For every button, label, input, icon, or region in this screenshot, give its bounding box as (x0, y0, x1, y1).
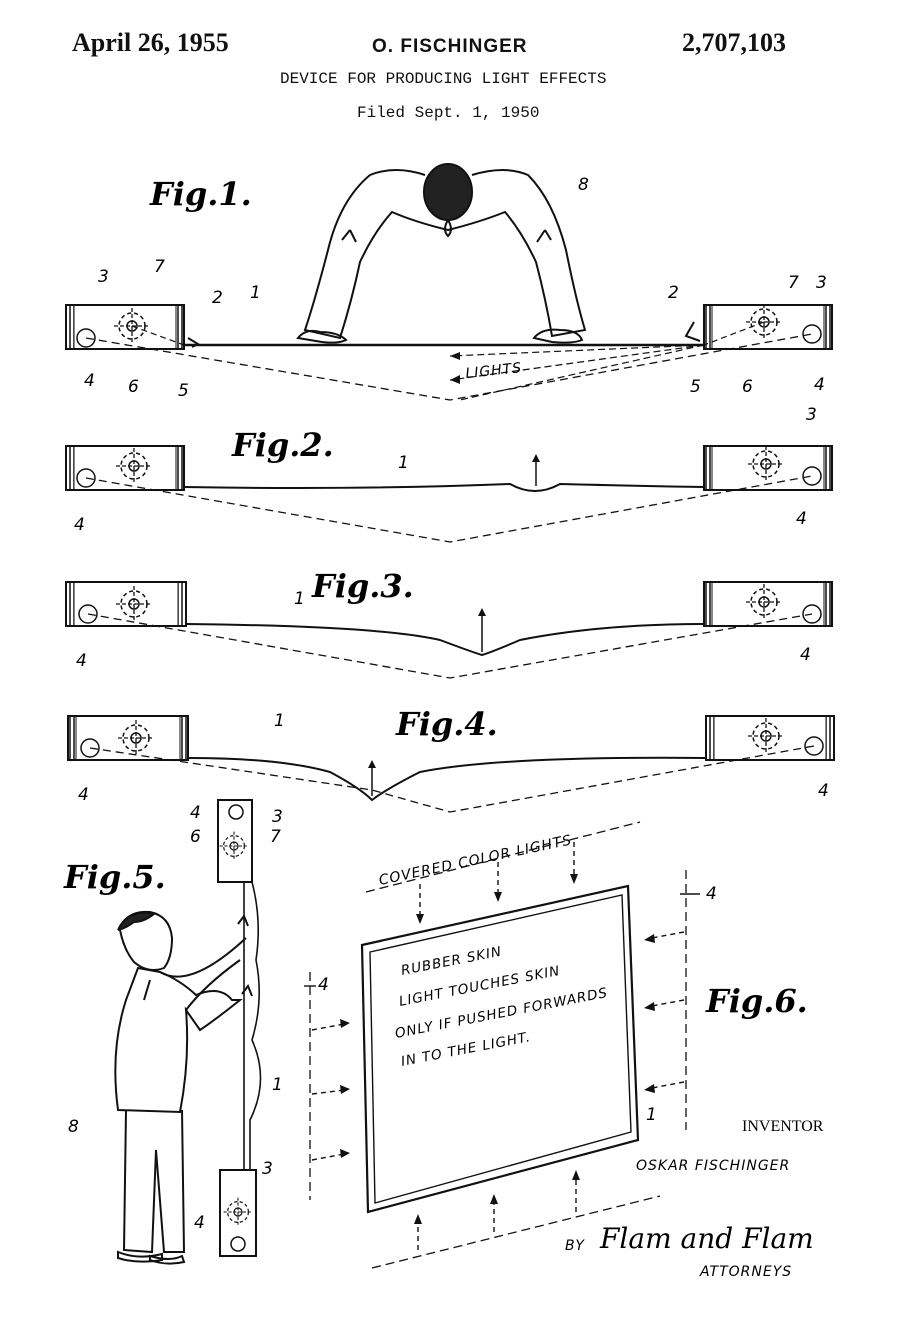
fig1-label: Fig.1. (149, 175, 252, 213)
figure-2: Fig.2. 1 3 4 4 (66, 405, 832, 542)
rubber-skin (186, 624, 704, 655)
ref-5: 5 (178, 381, 189, 401)
ref-7: 7 (788, 273, 799, 293)
ref-4: 4 (190, 803, 201, 823)
lamp-icon (224, 1198, 253, 1227)
signature-block: INVENTOR OSKAR FISCHINGER BY Flam and Fl… (565, 1118, 824, 1280)
figure-3: Fig.3. 1 4 4 (66, 567, 832, 678)
ref-3: 3 (98, 267, 109, 287)
figure-4: Fig.4. 1 4 4 (68, 705, 834, 812)
fig6-label: Fig.6. (705, 982, 808, 1020)
ref-4: 4 (318, 975, 329, 995)
lamp-icon (118, 720, 154, 756)
fig4-label: Fig.4. (395, 705, 498, 743)
ref-8: 8 (68, 1117, 79, 1137)
ref-4: 4 (194, 1213, 205, 1233)
fig2-label: Fig.2. (231, 426, 334, 464)
ref-7: 7 (154, 257, 165, 277)
ref-6: 6 (742, 377, 753, 397)
ref-1: 1 (294, 589, 305, 609)
ref-1: 1 (250, 283, 261, 303)
ref-7: 7 (270, 827, 281, 847)
ref-4: 4 (74, 515, 85, 535)
ref-4: 4 (796, 509, 807, 529)
by-label: BY (565, 1238, 585, 1254)
covered-color-lights-label: COVERED COLOR LIGHTS (378, 832, 574, 889)
housing-top (218, 800, 252, 882)
inventor-name: OSKAR FISCHINGER (636, 1158, 790, 1174)
ref-4: 4 (706, 884, 717, 904)
lights-label: LIGHTS (465, 360, 523, 382)
attorneys-signature: Flam and Flam (599, 1222, 814, 1255)
figure-5: Fig.5. 4 3 6 7 1 8 3 4 (63, 800, 283, 1264)
rubber-skin (184, 484, 704, 491)
ref-1: 1 (646, 1105, 657, 1125)
lamp-icon (116, 586, 152, 622)
ref-2: 2 (212, 288, 223, 308)
ref-4: 4 (84, 371, 95, 391)
person-figure-5 (115, 912, 252, 1264)
ref-4: 4 (800, 645, 811, 665)
ref-1: 1 (272, 1075, 283, 1095)
ref-3: 3 (816, 273, 827, 293)
person-figure-1 (298, 164, 585, 343)
lamp-icon (220, 832, 249, 861)
ref-1: 1 (274, 711, 285, 731)
figure-1: Fig.1. LIGHTS (66, 164, 832, 401)
ref-5: 5 (690, 377, 701, 397)
fig5-label: Fig.5. (63, 858, 166, 896)
inventor-label: INVENTOR (742, 1118, 824, 1135)
fig3-label: Fig.3. (311, 567, 414, 605)
lamp-icon (748, 718, 784, 754)
ref-4: 4 (76, 651, 87, 671)
lamp-icon (748, 446, 784, 482)
lamp-icon (746, 584, 782, 620)
rubber-skin (244, 882, 261, 1170)
ref-4: 4 (78, 785, 89, 805)
ref-4: 4 (818, 781, 829, 801)
lamp-icon (116, 448, 152, 484)
figure-6: Fig.6. RUBBER SKIN LIGHT TOUCHES SKIN ON… (304, 822, 808, 1268)
housing-left (66, 305, 184, 349)
ref-4: 4 (814, 375, 825, 395)
ref-6: 6 (128, 377, 139, 397)
box-text-1: RUBBER SKIN (400, 944, 504, 979)
attorneys-label: ATTORNEYS (699, 1264, 792, 1280)
ref-1: 1 (398, 453, 409, 473)
rubber-skin (188, 758, 706, 800)
ref-2: 2 (668, 283, 679, 303)
ref-3: 3 (272, 807, 283, 827)
ref-6: 6 (190, 827, 201, 847)
ref-3: 3 (262, 1159, 273, 1179)
ref-3: 3 (806, 405, 817, 425)
ref-8: 8 (578, 175, 589, 195)
